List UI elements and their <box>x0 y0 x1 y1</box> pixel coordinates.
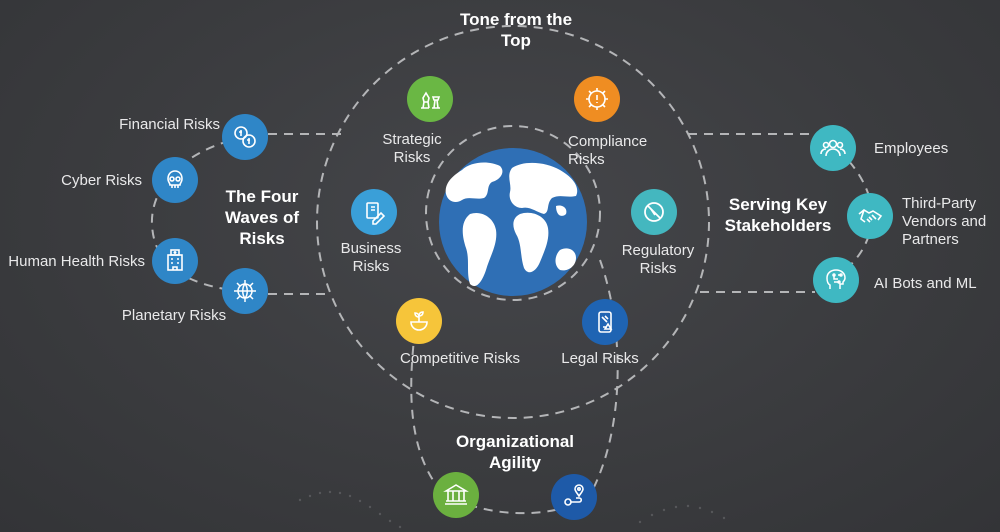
dot-wave-decoration <box>298 490 726 529</box>
regulatory-risks-label: Regulatory Risks <box>621 242 695 277</box>
third-party-label: Third-Party Vendors and Partners <box>902 195 987 248</box>
outer-ring <box>316 25 710 419</box>
globe-network-icon <box>222 268 268 314</box>
strategic-risks-label: Strategic Risks <box>382 131 442 166</box>
handshake-icon <box>847 193 893 239</box>
left-cluster-arc <box>150 136 246 293</box>
bottom-title: Organizational Agility <box>455 432 575 472</box>
financial-risks-label: Financial Risks <box>119 116 220 133</box>
route-map-icon <box>551 474 597 520</box>
left-title: The Four Waves of Risks <box>224 187 299 248</box>
coins-icon <box>222 114 268 160</box>
right-cluster-arc <box>837 149 874 276</box>
skull-icon <box>152 157 198 203</box>
competitive-risks-label: Competitive Risks <box>399 350 521 367</box>
legal-risks-label: Legal Risks <box>561 350 639 367</box>
planetary-risks-label: Planetary Risks <box>121 307 227 324</box>
ai-bots-label: AI Bots and ML <box>874 275 977 292</box>
business-risks-label: Business Risks <box>340 240 402 275</box>
prohibited-icon <box>631 189 677 235</box>
institution-icon <box>433 472 479 518</box>
growth-pot-icon <box>396 298 442 344</box>
earth-globe <box>439 148 587 296</box>
human-health-risks-label: Human Health Risks <box>8 253 145 270</box>
documents-icon <box>351 189 397 235</box>
inner-ring <box>425 125 601 301</box>
compliance-risks-label: Compliance Risks <box>568 133 648 168</box>
legal-tablet-icon <box>582 299 628 345</box>
chess-icon <box>407 76 453 122</box>
hospital-icon <box>152 238 198 284</box>
employees-label: Employees <box>874 140 949 157</box>
ai-head-icon <box>813 257 859 303</box>
center-title: Tone from the Top <box>459 10 573 50</box>
gear-alert-icon <box>574 76 620 122</box>
right-title: Serving Key Stakeholders <box>724 195 832 235</box>
cyber-risks-label: Cyber Risks <box>61 172 142 189</box>
people-icon <box>810 125 856 171</box>
